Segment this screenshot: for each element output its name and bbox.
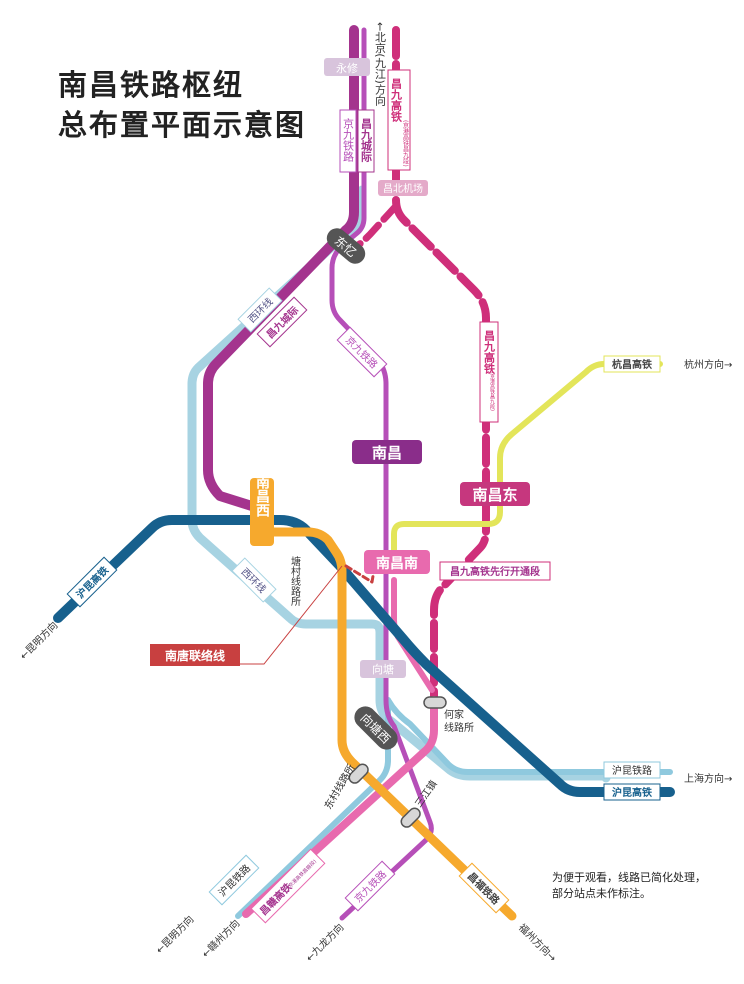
hukun-railway-line [235,697,391,919]
hejia-junction [423,696,447,709]
jingjiu-mid-tag: 京九铁路 [336,326,388,378]
tangcun-label: 塘村线路所 [289,555,301,607]
direction-kunming-left: ←昆明方向 [17,619,60,662]
nantang-box [150,644,240,666]
direction-ganzhou: ←赣州方向 [199,917,242,960]
nantang-leader [240,565,343,665]
direction-kunming-bottom: ←昆明方向 [153,913,196,956]
hukun-railway-east [385,697,673,775]
changjiu-intercity-top-box [357,109,375,173]
yongxiu-label: 永修 [336,61,358,75]
hejia-label-1: 何家 [444,708,464,721]
changjiu-first-box [439,561,551,581]
changgan-tag: 昌赣高铁 (京港高铁昌赣段) [250,848,326,924]
direction-jiulong: ←九龙方向 [303,921,346,964]
changjiu-hsr-mid-box [479,321,499,423]
nantang-label: 南唐联络线 [165,648,225,663]
hangchang-box [603,355,661,373]
station-nanchangnan: 南昌南 [376,555,418,572]
changbei-label: 昌北机场 [383,182,423,195]
sanjiang-junction [400,807,421,828]
changfu-tag: 昌福铁路 [458,862,510,914]
direction-fuzhou: 福州方向→ [516,921,559,964]
direction-shanghai: 上海方向→ [684,772,732,785]
station-nanchangnan-box [364,550,430,574]
station-nanchangxi-box [250,478,274,546]
changjiu-hsr-top-sub: (京港高铁昌九段) [402,120,409,167]
changbei-box [378,180,428,196]
changjiu-intercity-line [203,25,359,513]
hukun-railway-right-box [603,761,661,779]
station-nanchangdong: 南昌东 [472,486,517,504]
dongcun-junction [348,763,369,784]
station-nanchang: 南昌 [372,444,402,462]
map-title-line1: 南昌铁路枢纽 [58,68,245,102]
changgan-line [242,696,438,918]
jingjiu-top-label: 京九铁路 [342,117,355,163]
map-title-line2: 总布置平面示意图 [58,108,307,142]
hejia-label-2: 线路所 [444,721,474,734]
changjiu-intercity-top-label: 昌九城际 [360,118,374,163]
changjiu-hsr-line [392,26,490,704]
changjiu-hsr-top-box [387,69,411,171]
hukun-railway-bottom-tag: 沪昆铁路 [208,854,260,906]
hukun-hsr-right-label: 沪昆高铁 [612,786,652,799]
xihuan-lower-tag: 西环线 [231,557,277,603]
direction-beijing: ←北京(九江)方向 [374,22,387,106]
xiangtang-box [360,660,406,678]
hukun-hsr-left-tag: 沪昆高铁 [66,556,118,608]
xiangtang-label: 向塘 [372,662,394,676]
jingjiu-top-box [339,109,357,173]
changjiu-hsr-mid-label: 昌九高铁 [483,330,497,375]
map-note-line2: 部分站点未作标注。 [552,887,651,900]
station-nanchangxi: 南昌西 [254,474,270,518]
changjiu-first-label: 昌九高铁先行开通段 [450,565,540,578]
changjiu-hsr-mid-sub: (京港高铁昌九段) [489,372,495,411]
hangchang-label: 杭昌高铁 [612,358,652,371]
changjiu-hsr-top-label: 昌九高铁 [390,78,404,123]
yongxiu-box [324,58,370,76]
map-note: 为便于观看，线路已简化处理， 部分站点未作标注。 [552,870,742,902]
station-nanchangdong-box [460,482,530,506]
hukun-hsr-right-box [603,783,661,801]
jingjiu-bottom-tag: 京九铁路 [344,860,396,912]
hukun-railway-right-label: 沪昆铁路 [612,764,652,777]
station-nanchang-box [352,440,422,464]
map-note-line1: 为便于观看，线路已简化处理， [552,871,706,884]
hangchang-line [391,361,663,563]
direction-hangzhou: 杭州方向→ [684,358,732,371]
